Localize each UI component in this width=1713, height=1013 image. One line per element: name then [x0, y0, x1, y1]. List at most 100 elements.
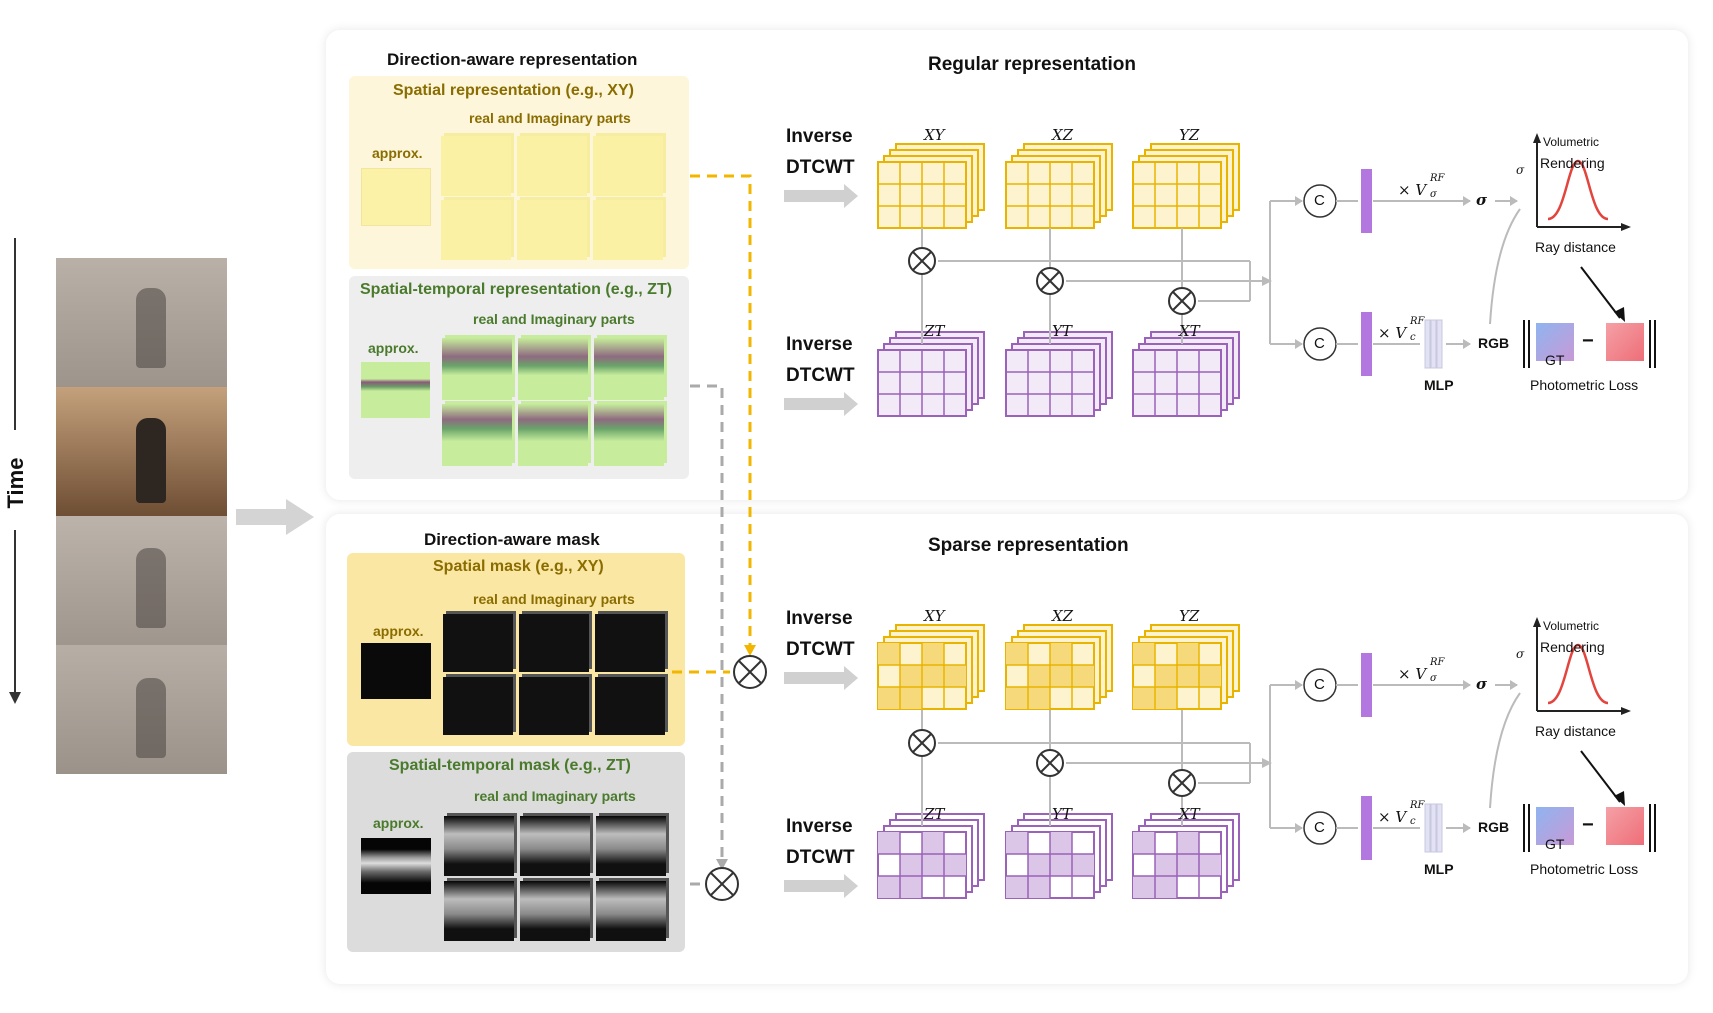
concat-label: C — [1314, 819, 1325, 836]
concat-label: C — [1314, 335, 1325, 352]
feature-plane-zt — [877, 331, 985, 417]
spatial-approx-label: approx. — [372, 145, 423, 161]
feature-plane-yt — [1005, 813, 1113, 899]
plane-label-xy: XY — [924, 607, 945, 625]
mlp-label: MLP — [1424, 377, 1454, 393]
rendered-image — [1606, 323, 1644, 361]
mlp-layer — [1424, 803, 1431, 853]
person-silhouette — [136, 288, 166, 368]
rgb-label: RGB — [1478, 819, 1510, 835]
mask-multiply-icon — [733, 655, 767, 689]
color-multiplier-label: × V — [1378, 324, 1407, 342]
st-mask-approx-image — [361, 838, 431, 894]
density-axis-label: σ — [1516, 163, 1525, 177]
st-parts-label: real and Imaginary parts — [473, 311, 635, 327]
sparse-representation-title: Sparse representation — [928, 535, 1129, 556]
inverse-label: Inverse — [786, 816, 853, 837]
gt-label: GT — [1545, 836, 1565, 852]
gray-arrowhead — [716, 859, 728, 870]
person-silhouette — [136, 548, 166, 628]
plane-label-xy: XY — [924, 126, 945, 144]
dtcwt-label: DTCWT — [786, 847, 855, 868]
rendering-label: Rendering — [1540, 639, 1605, 655]
spatial-detail-grid — [441, 136, 666, 264]
sigma-multiplier-label: × V — [1398, 665, 1427, 683]
color-multiplier-label: × V — [1378, 808, 1407, 826]
gt-image — [1536, 807, 1574, 845]
photometric-loss-label: Photometric Loss — [1530, 377, 1639, 393]
inverse-label: Inverse — [786, 334, 853, 355]
st-detail-grid — [442, 338, 667, 468]
feature-vector — [1361, 653, 1372, 717]
volumetric-label: Volumetric — [1543, 619, 1600, 633]
st-approx-image — [361, 362, 430, 418]
sigma-multiplier-sup: RF — [1430, 173, 1445, 184]
feature-vector — [1361, 796, 1372, 860]
color-multiplier-sub: c — [1410, 816, 1416, 827]
sigma-multiplier-label: × V — [1398, 181, 1427, 199]
mlp-label: MLP — [1424, 861, 1454, 877]
spatial-temporal-representation-title: Spatial-temporal representation (e.g., Z… — [360, 281, 673, 298]
gt-image — [1536, 323, 1574, 361]
regular-representation-title: Regular representation — [928, 54, 1136, 75]
color-multiplier-sup: RF — [1410, 316, 1425, 327]
dtcwt-arrow — [784, 184, 858, 208]
feature-plane-xy — [877, 143, 985, 229]
time-axis: Time — [0, 230, 30, 710]
sigma-multiplier-sub: σ — [1430, 189, 1437, 200]
rendered-image — [1606, 807, 1644, 845]
plane-product-connectors — [908, 228, 1272, 344]
dtcwt-label: DTCWT — [786, 157, 855, 178]
sigma-output-label: σ — [1476, 675, 1488, 693]
spatial-temporal-mask-title: Spatial-temporal mask (e.g., ZT) — [389, 757, 631, 774]
spatial-mask-parts-label: real and Imaginary parts — [473, 591, 635, 607]
spatial-mask-detail-grid — [443, 614, 668, 744]
time-arrow — [9, 238, 21, 704]
plane-product-connectors — [908, 710, 1272, 826]
mlp-layer — [1436, 803, 1443, 853]
ray-distance-label: Ray distance — [1535, 239, 1616, 255]
mlp-layer — [1424, 319, 1431, 369]
dtcwt-label: DTCWT — [786, 639, 855, 660]
feature-plane-xz — [1005, 624, 1113, 710]
gt-label: GT — [1545, 352, 1565, 368]
plane-label-zt: ZT — [924, 805, 945, 823]
spatial-representation-title: Spatial representation (e.g., XY) — [393, 82, 634, 99]
dtcwt-arrow — [784, 874, 858, 898]
density-curve — [1547, 643, 1609, 705]
density-axis-label: σ — [1516, 647, 1525, 661]
video-frames — [56, 258, 227, 774]
sigma-multiplier-sup: RF — [1430, 657, 1445, 668]
minus-sign: − — [1582, 814, 1594, 836]
ray-distance-label: Ray distance — [1535, 723, 1616, 739]
dtcwt-arrows — [784, 184, 858, 898]
mask-multiply-icon — [705, 867, 739, 901]
plane-label-yt: YT — [1052, 805, 1072, 823]
person-silhouette — [136, 418, 166, 503]
feature-plane-zt — [877, 813, 985, 899]
mlp-layer — [1430, 319, 1437, 369]
rgb-label: RGB — [1478, 335, 1510, 351]
feature-plane-yz — [1132, 624, 1240, 710]
feature-plane-xt — [1132, 813, 1240, 899]
st-mask-parts-label: real and Imaginary parts — [474, 788, 636, 804]
sigma-output-label: σ — [1476, 191, 1488, 209]
yellow-arrowhead — [744, 645, 756, 656]
concat-label: C — [1314, 192, 1325, 209]
plane-label-xz: XZ — [1052, 126, 1074, 144]
mlp-layer — [1436, 319, 1443, 369]
dtcwt-arrow — [784, 392, 858, 416]
spatial-mask-approx-label: approx. — [373, 623, 424, 639]
direction-aware-mask-title: Direction-aware mask — [424, 530, 600, 549]
color-multiplier-sub: c — [1410, 332, 1416, 343]
plane-label-xt: XT — [1179, 322, 1200, 340]
plane-label-yt: YT — [1052, 322, 1072, 340]
input-arrow — [236, 497, 316, 542]
gray-dashed-connector — [690, 384, 724, 886]
rendering-label: Rendering — [1540, 155, 1605, 171]
feature-plane-yz — [1132, 143, 1240, 229]
spatial-mask-approx-image — [361, 643, 431, 699]
photometric-loss-label: Photometric Loss — [1530, 861, 1639, 877]
